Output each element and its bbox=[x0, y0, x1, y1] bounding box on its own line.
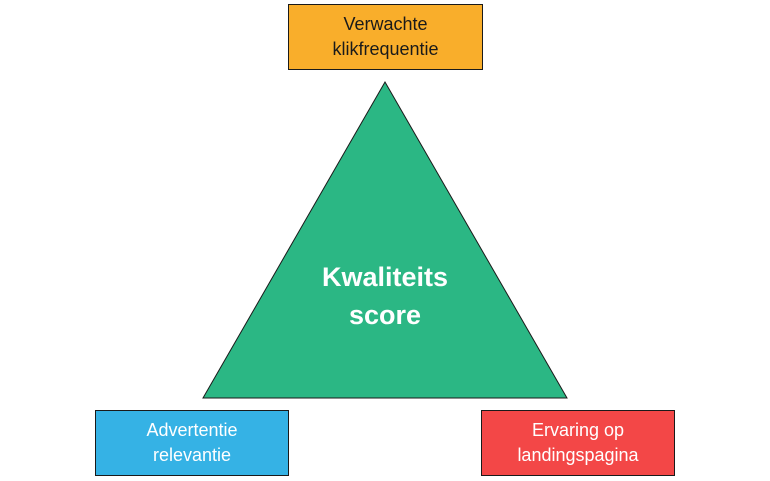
quality-score-label-line2: score bbox=[348, 300, 422, 330]
triangle-shape bbox=[202, 80, 568, 399]
landing-page-experience-line2: landingspagina bbox=[517, 445, 639, 465]
ad-relevance-box: Advertentie relevantie bbox=[95, 410, 289, 476]
ad-relevance-line1: Advertentie bbox=[146, 420, 238, 440]
quality-score-label: Kwaliteits score bbox=[285, 258, 485, 334]
landing-page-experience-line1: Ervaring op bbox=[531, 420, 625, 440]
expected-ctr-box: Verwachte klikfrequentie bbox=[288, 4, 483, 70]
ad-relevance-line2: relevantie bbox=[152, 445, 232, 465]
expected-ctr-line1: Verwachte bbox=[343, 14, 428, 34]
landing-page-experience-box: Ervaring op landingspagina bbox=[481, 410, 675, 476]
quality-score-label-line1: Kwaliteits bbox=[321, 262, 449, 292]
expected-ctr-line2: klikfrequentie bbox=[332, 39, 439, 59]
